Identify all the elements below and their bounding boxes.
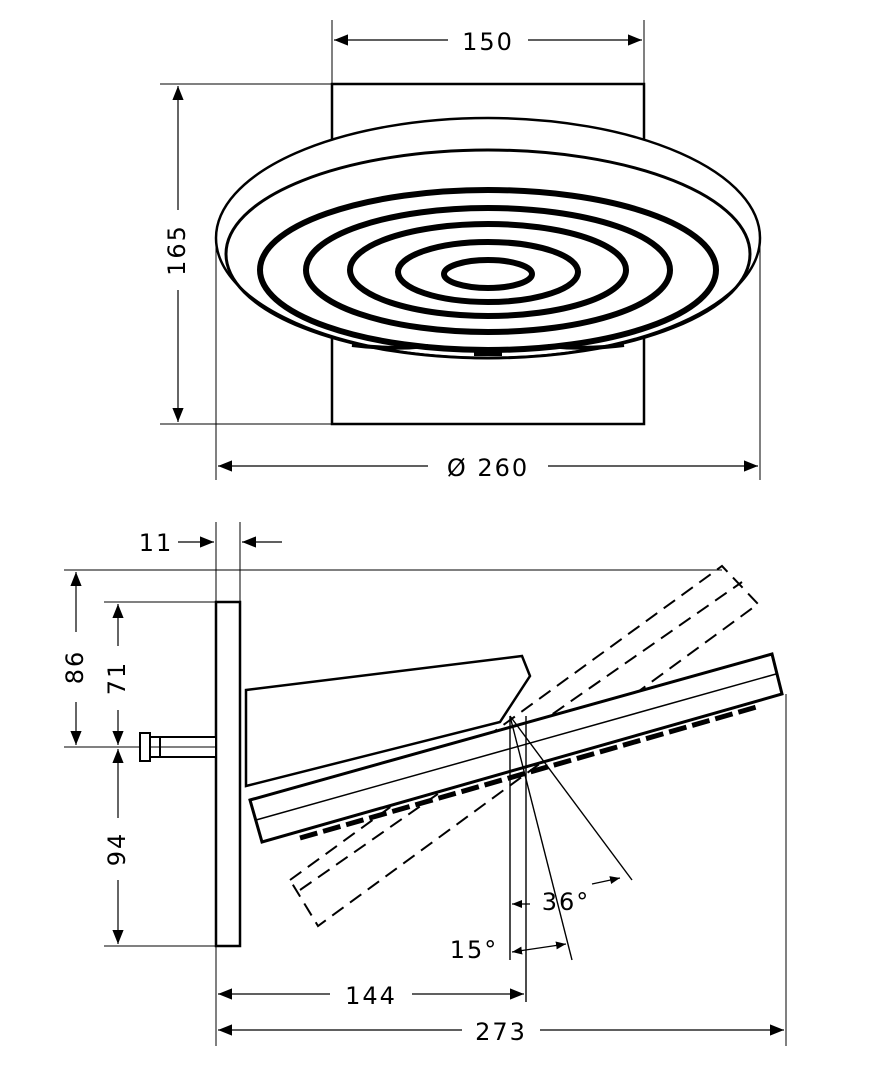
front-slot <box>474 350 502 356</box>
side-view <box>64 522 787 1046</box>
dim-diameter-260: Ø 260 <box>447 454 529 482</box>
angle-15: 15° <box>450 936 499 964</box>
nozzle-ring <box>441 257 535 291</box>
dim-165: 165 <box>163 224 191 276</box>
nozzle-ring <box>395 239 581 305</box>
shower-arm <box>244 654 532 788</box>
shower-head-rim <box>224 148 752 360</box>
angle-36: 36° <box>542 888 591 916</box>
dim-86: 86 <box>61 650 89 685</box>
shower-head-outer <box>214 116 762 360</box>
shower-head-side <box>248 652 784 844</box>
dim-150: 150 <box>462 28 514 56</box>
dim-144: 144 <box>345 982 397 1010</box>
dim-273: 273 <box>475 1018 527 1046</box>
threaded-connector <box>139 732 217 762</box>
wall-plate <box>214 600 242 948</box>
angle-arrow-15 <box>511 941 567 955</box>
dim-94: 94 <box>103 832 131 867</box>
dim-71: 71 <box>103 661 131 696</box>
top-view <box>160 20 762 480</box>
dim-11: 11 <box>139 529 174 557</box>
